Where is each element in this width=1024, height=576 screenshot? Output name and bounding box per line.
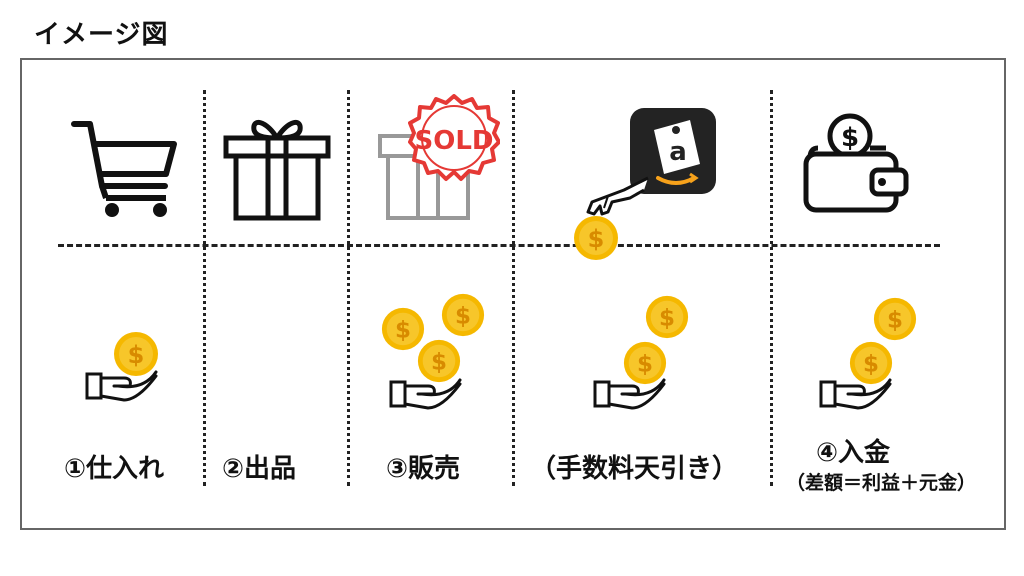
sold-stamp-badge: SOLD [408, 94, 500, 181]
horizontal-divider [58, 244, 940, 247]
divider-2 [347, 90, 350, 486]
coin-icon: $ [381, 307, 425, 351]
step-4-sublabel: （差額＝利益＋元金） [786, 472, 977, 494]
sold-label: SOLD [415, 126, 494, 156]
diagram-title: イメージ図 [34, 20, 169, 50]
divider-4 [770, 90, 773, 486]
svg-text:$: $ [431, 350, 447, 376]
hand-grabbing-icon [586, 176, 649, 216]
open-hand-icon [593, 378, 666, 410]
svg-text:$: $ [887, 308, 903, 334]
coin-icon: $ [114, 332, 158, 376]
step-4-label: ④入金 [816, 438, 891, 468]
step-2-label: ②出品 [222, 454, 297, 484]
coin-icon: $ [645, 295, 689, 339]
svg-text:$: $ [455, 304, 471, 330]
diagram-frame [20, 58, 1006, 530]
svg-text:$: $ [128, 341, 145, 369]
amazon-app-icon: a [630, 108, 716, 194]
coin-icon: $ [441, 293, 485, 337]
step-3-label: ③販売 [386, 454, 461, 484]
open-hand-icon [819, 378, 892, 410]
gift-box-icon [223, 120, 331, 221]
shopping-cart-icon [71, 121, 177, 217]
svg-text:$: $ [863, 352, 879, 378]
svg-text:$: $ [588, 225, 605, 253]
svg-text:$: $ [841, 123, 859, 153]
coin-icon: $ [417, 339, 461, 383]
svg-text:$: $ [395, 318, 411, 344]
open-hand-icon [85, 370, 158, 402]
coin-icon: $ [849, 341, 893, 385]
coin-icon: $ [574, 216, 618, 260]
wallet-icon: $ [803, 113, 909, 213]
divider-1 [203, 90, 206, 486]
divider-3 [512, 90, 515, 486]
open-hand-icon [389, 378, 462, 410]
coin-icon: $ [623, 341, 667, 385]
fee-deduction-label: （手数料天引き） [530, 454, 739, 484]
step-1-label: ①仕入れ [64, 454, 165, 484]
amazon-letter: a [669, 137, 687, 167]
svg-text:$: $ [637, 352, 653, 378]
svg-text:$: $ [659, 306, 675, 332]
coin-icon: $ [873, 297, 917, 341]
